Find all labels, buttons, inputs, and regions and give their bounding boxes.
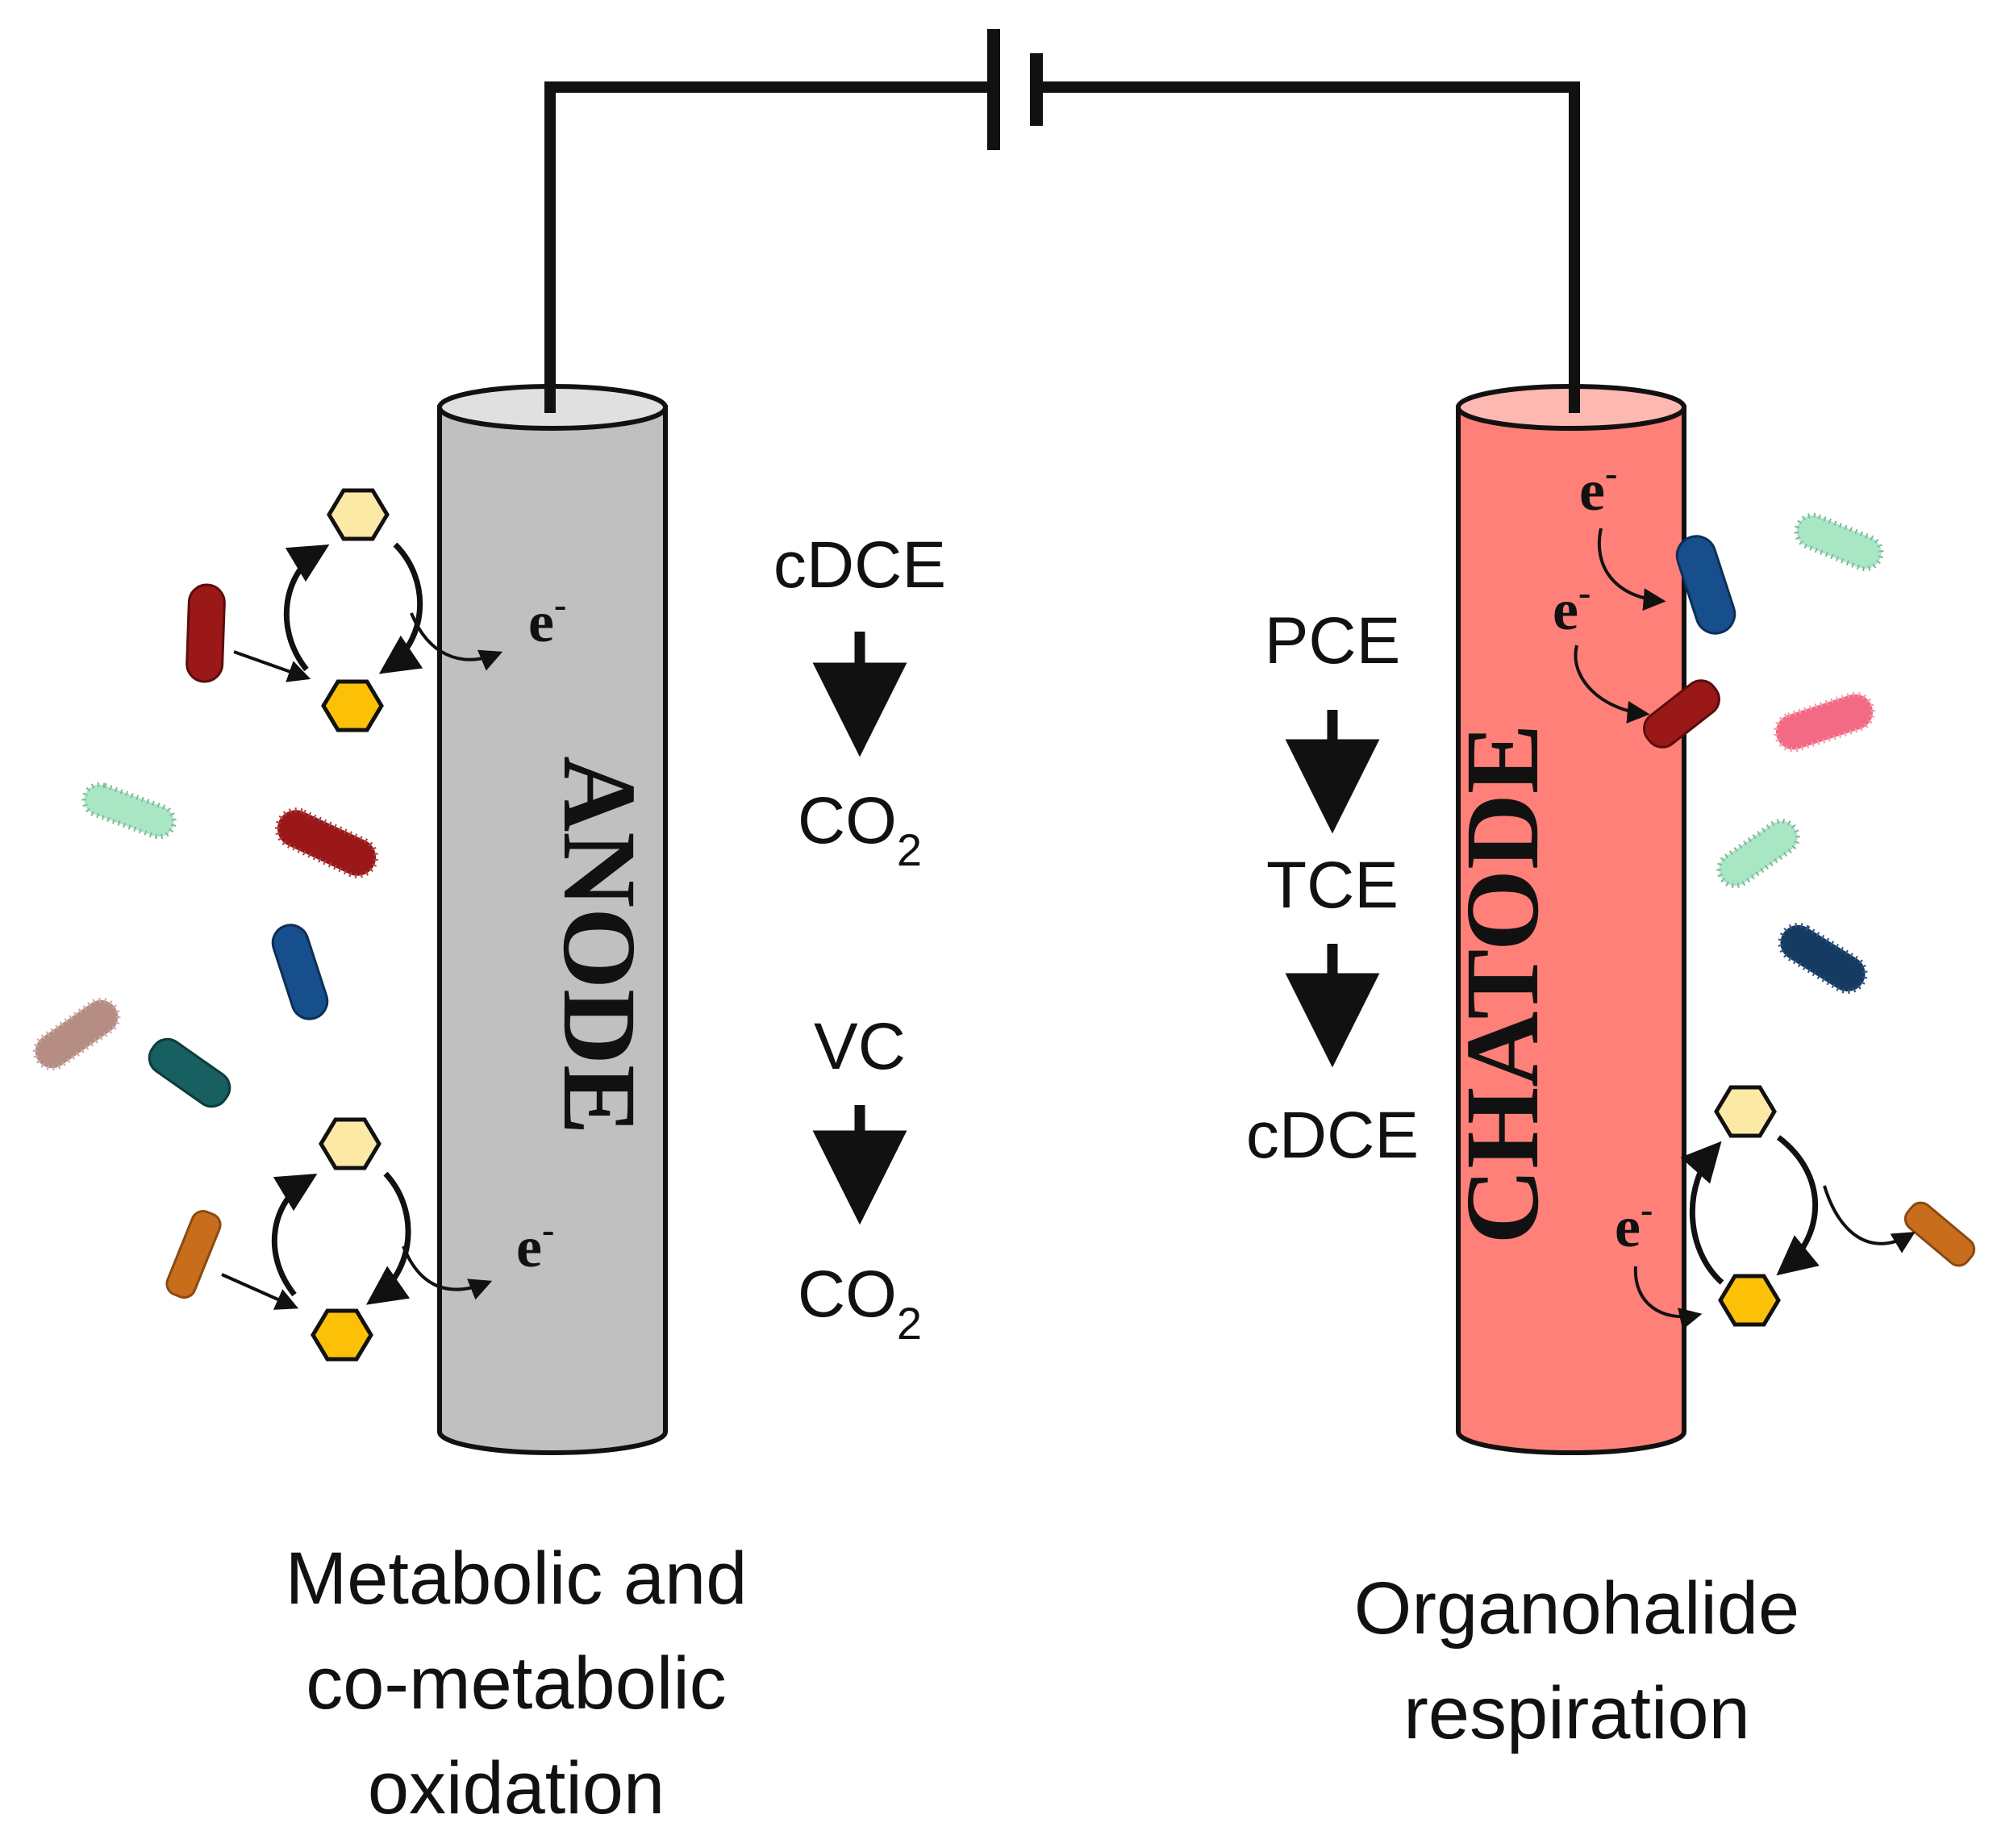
- anode-reactions: cDCE CO2 VC CO2: [773, 528, 946, 1349]
- bacterium-icon: [186, 583, 226, 683]
- caption-line: Organohalide: [1354, 1567, 1799, 1650]
- reaction-pce: PCE: [1265, 604, 1401, 678]
- bacterium-icon: [165, 1209, 222, 1299]
- anode-microbes: e- e-: [32, 488, 566, 1362]
- arrow-icon: [410, 612, 503, 671]
- hexagon-icon: [311, 1308, 373, 1362]
- hexagon-icon: [327, 488, 390, 541]
- arrow-icon: [233, 650, 311, 682]
- hexagon-icon: [1718, 1274, 1781, 1327]
- caption-line: co-metabolic: [306, 1642, 727, 1725]
- bacterium-icon: [81, 782, 177, 840]
- bacterium-icon: [1773, 691, 1876, 753]
- cathode-electrode: CHATODE: [1445, 379, 1686, 1455]
- battery-icon: [987, 29, 1043, 150]
- arrow-icon: [1776, 1135, 1820, 1276]
- caption-line: oxidation: [368, 1747, 665, 1829]
- cathode-caption: Organohalide respiration: [1354, 1567, 1799, 1754]
- arrow-icon: [1597, 528, 1666, 611]
- hexagon-icon: [1714, 1085, 1777, 1138]
- reaction-co2-1: CO2: [798, 784, 922, 875]
- bacterium-icon: [271, 924, 329, 1020]
- reaction-cdce: cDCE: [773, 528, 946, 602]
- electron-label: e-: [528, 584, 566, 654]
- caption-line: Metabolic and: [286, 1537, 748, 1620]
- hexagon-icon: [321, 679, 384, 732]
- anode-label: ANODE: [541, 756, 657, 1134]
- arrow-icon: [271, 1173, 318, 1297]
- wire-left: [544, 81, 994, 407]
- cathode-microbes: e- e- e-: [1553, 453, 1976, 1330]
- electron-label: e-: [1553, 572, 1591, 642]
- cathode-reactions: PCE TCE cDCE: [1246, 604, 1419, 1172]
- arrow-icon: [1574, 645, 1650, 724]
- reaction-co2-2: CO2: [798, 1258, 922, 1349]
- arrow-icon: [378, 542, 423, 674]
- arrow-icon: [221, 1273, 299, 1310]
- arrow-icon: [1633, 1266, 1703, 1330]
- arrow-icon: [365, 1171, 411, 1305]
- arrow-icon: [1823, 1185, 1916, 1254]
- bacterium-icon: [1778, 922, 1868, 995]
- bacterium-icon: [1903, 1201, 1976, 1267]
- arrow-icon: [402, 1245, 493, 1300]
- anode-caption: Metabolic and co-metabolic oxidation: [286, 1537, 748, 1829]
- arrow-icon: [1680, 1141, 1724, 1285]
- caption-line: respiration: [1403, 1672, 1750, 1754]
- hexagon-icon: [319, 1117, 381, 1170]
- anode-electrode: ANODE: [437, 379, 668, 1455]
- bacterium-icon: [1716, 818, 1800, 889]
- reaction-vc: VC: [814, 1010, 906, 1083]
- reaction-tce: TCE: [1266, 849, 1399, 922]
- reaction-cdce-cathode: cDCE: [1246, 1099, 1419, 1172]
- electron-label: e-: [1579, 453, 1617, 523]
- electron-label: e-: [516, 1209, 554, 1279]
- wire-right: [1036, 81, 1580, 407]
- bacterium-icon: [1643, 679, 1720, 749]
- electron-label: e-: [1615, 1189, 1653, 1259]
- arrow-icon: [283, 544, 330, 672]
- bacterium-icon: [1675, 535, 1736, 635]
- bacterium-icon: [1794, 512, 1884, 572]
- bacterium-icon: [32, 997, 121, 1071]
- bacterium-icon: [148, 1037, 231, 1108]
- bacterium-icon: [274, 807, 379, 878]
- circuit: [544, 29, 1580, 407]
- cathode-label: CHATODE: [1445, 724, 1561, 1244]
